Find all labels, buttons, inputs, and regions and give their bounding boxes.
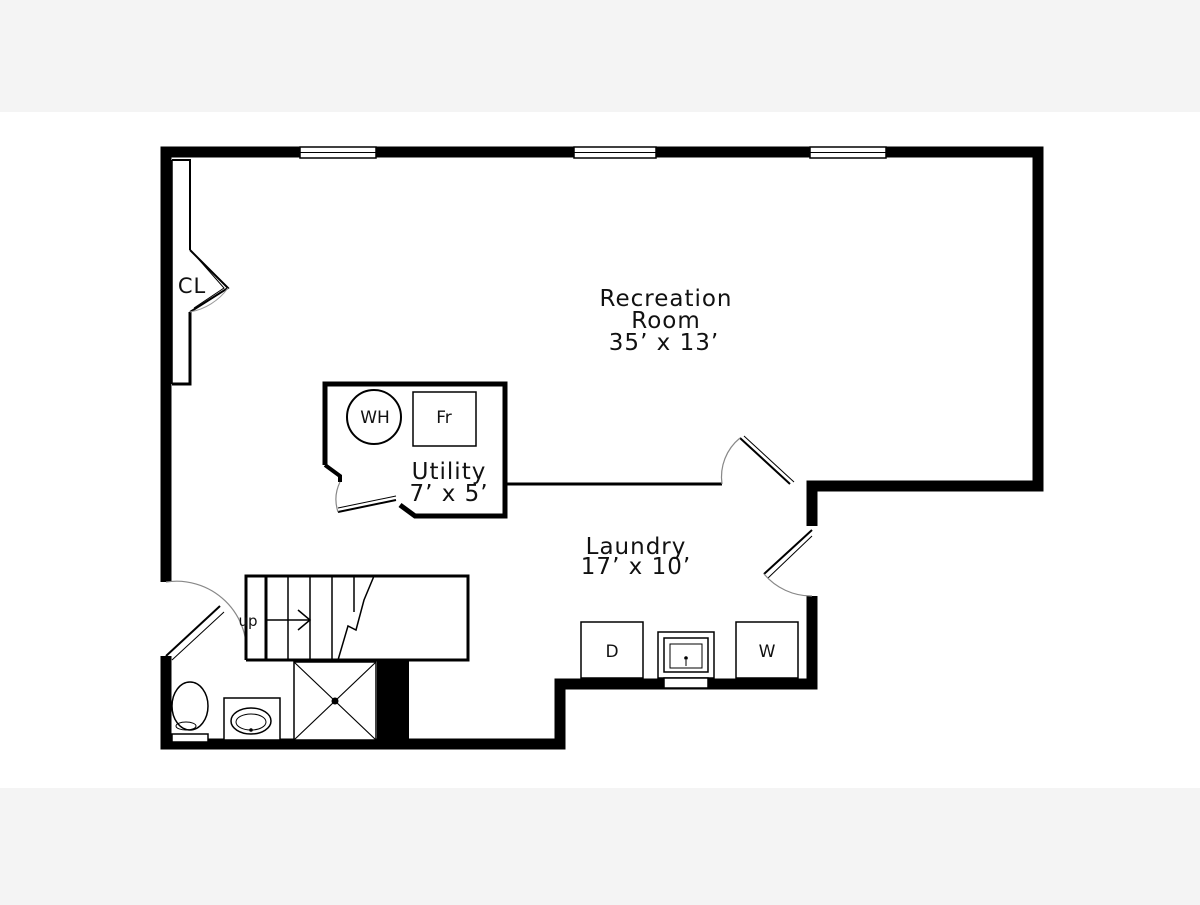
recreation-room-name-line2: Room	[631, 308, 701, 334]
water-heater-label: WH	[360, 408, 390, 428]
washer-symbol	[735, 621, 799, 679]
window	[573, 146, 657, 159]
stairs-up-label: up	[238, 612, 257, 630]
staircase	[244, 574, 470, 662]
water-heater-symbol	[346, 389, 402, 445]
window	[299, 146, 377, 159]
furnace-symbol	[412, 391, 477, 447]
toilet-symbol	[171, 681, 209, 743]
stair-wall-block	[377, 660, 409, 744]
closet	[171, 159, 230, 386]
dryer-symbol	[580, 621, 644, 679]
utility-room-name: Utility	[412, 459, 487, 485]
laundry-sink-symbol	[657, 631, 715, 689]
shower-symbol	[293, 661, 377, 741]
laundry-room-name: Laundry	[586, 534, 687, 560]
window	[809, 146, 887, 159]
laundry-room-dimensions: 17’ x 10’	[581, 554, 691, 580]
laundry-top-door	[720, 435, 795, 485]
furnace-label: Fr	[436, 408, 452, 428]
bathroom-sink-symbol	[223, 697, 281, 741]
windows	[299, 146, 887, 159]
closet-label: CL	[178, 274, 206, 298]
laundry-side-door	[763, 529, 813, 597]
exterior-walls	[160, 146, 1044, 750]
recreation-room-name-line1: Recreation	[600, 286, 733, 312]
washer-label: W	[759, 642, 776, 662]
utility-room-walls	[322, 381, 722, 519]
dryer-label: D	[605, 642, 618, 662]
utility-door	[335, 481, 397, 513]
recreation-room-dimensions: 35’ x 13’	[609, 330, 719, 356]
utility-room-dimensions: 7’ x 5’	[409, 481, 488, 507]
